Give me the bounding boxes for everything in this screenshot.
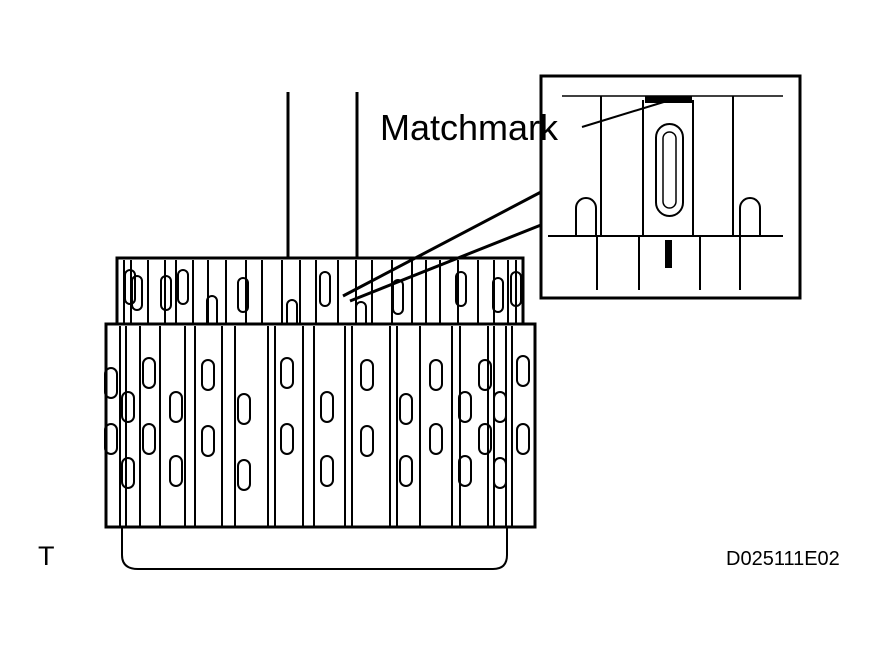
upper-slot: [392, 279, 404, 315]
lower-slot: [516, 423, 530, 455]
lower-slot: [360, 359, 374, 391]
upper-slot: [177, 269, 189, 305]
inset-slot: [655, 123, 684, 217]
lower-slot: [429, 359, 443, 391]
upper-slot: [131, 275, 143, 311]
lower-slot: [458, 455, 472, 487]
lower-slot: [478, 359, 492, 391]
lower-slot: [169, 391, 183, 423]
pressing-tool-rods: [286, 92, 359, 258]
lower-slot: [121, 457, 135, 489]
matchmark-detail-inset: [539, 74, 802, 300]
upper-slot: [455, 271, 467, 307]
lower-slot: [320, 391, 334, 423]
upper-slot: [124, 269, 136, 305]
lower-slot: [429, 423, 443, 455]
lower-slot: [121, 391, 135, 423]
lower-slot: [237, 459, 251, 491]
lower-slot: [237, 393, 251, 425]
lower-plate-stack: [104, 322, 537, 529]
lower-slot: [360, 425, 374, 457]
lower-slot: [104, 423, 118, 455]
lower-slot: [458, 391, 472, 423]
inset-matchmark-bottom: [665, 240, 672, 268]
upper-plate-stack: [115, 256, 525, 343]
lower-slot: [280, 423, 294, 455]
lower-slot: [142, 423, 156, 455]
lower-slot: [320, 455, 334, 487]
zoom-leader-lines: [342, 190, 542, 303]
lower-slot: [169, 455, 183, 487]
lower-slot: [478, 423, 492, 455]
lower-slot: [201, 425, 215, 457]
upper-slot: [510, 271, 522, 307]
upper-slot: [319, 271, 331, 307]
lower-slot: [516, 355, 530, 387]
lower-slot: [399, 393, 413, 425]
lower-slot: [399, 455, 413, 487]
upper-slot: [237, 277, 249, 313]
matchmark-callout-label: Matchmark: [380, 107, 559, 148]
thickness-dimension-label: T: [38, 541, 55, 571]
lower-slot: [280, 357, 294, 389]
upper-slot: [492, 277, 504, 313]
lower-slot: [201, 359, 215, 391]
thickness-bracket: [121, 527, 508, 570]
inset-matchmark-top: [645, 96, 692, 103]
upper-slot: [160, 275, 172, 311]
drawing-code: D025111E02: [726, 548, 840, 570]
lower-slot: [104, 367, 118, 399]
lower-slot: [493, 457, 507, 489]
lower-slot: [142, 357, 156, 389]
callout-leader: [581, 100, 668, 128]
lower-slot: [493, 391, 507, 423]
